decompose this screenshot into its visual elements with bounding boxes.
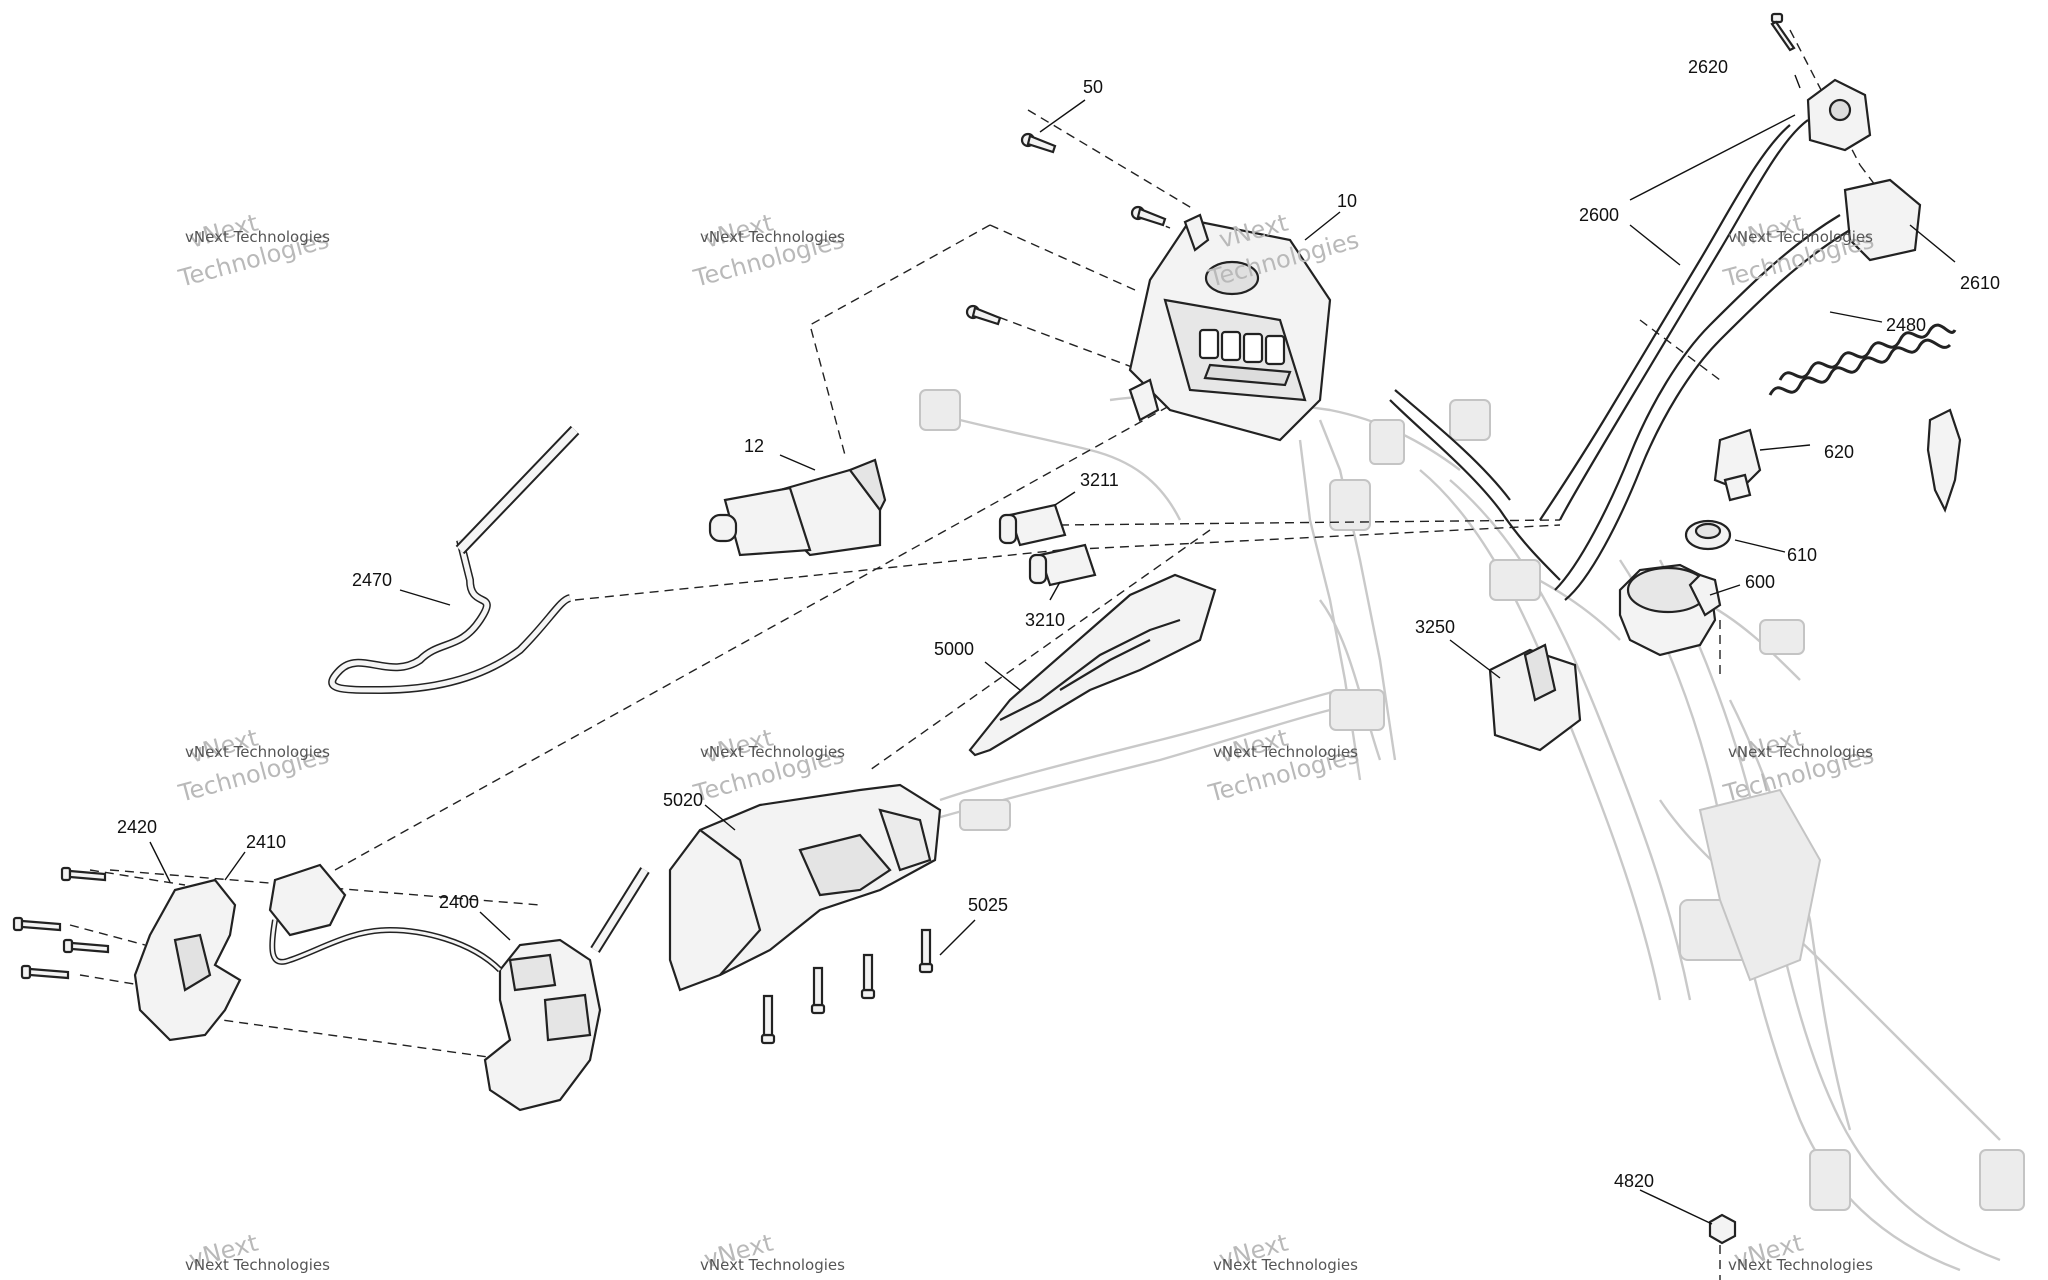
callout-10: 10: [1337, 191, 1357, 211]
screw-icon: [860, 953, 876, 1000]
screw-icon: [760, 994, 776, 1045]
screw-icon: [62, 938, 110, 954]
callout-2410: 2410: [246, 832, 286, 852]
svg-text:vNext Technologies: vNext Technologies: [1728, 743, 1873, 761]
screws: [12, 12, 1796, 1045]
switch-part-3250: [1488, 643, 1582, 752]
svg-text:vNext Technologies: vNext Technologies: [185, 1256, 330, 1274]
connector-part-2610: [1843, 178, 1922, 262]
callout-2480: 2480: [1886, 315, 1926, 335]
callout-600: 600: [1745, 572, 1775, 592]
callout-2610: 2610: [1960, 273, 2000, 293]
callout-12: 12: [744, 436, 764, 456]
svg-text:vNext Technologies: vNext Technologies: [185, 743, 330, 761]
callout-4820: 4820: [1614, 1171, 1654, 1191]
svg-text:vNext Technologies: vNext Technologies: [1728, 228, 1873, 246]
callout-5000: 5000: [934, 639, 974, 659]
wire-tube-part-2470: [328, 425, 580, 695]
watermark-group: vNext Technologies vNext Technologies vN…: [175, 209, 1877, 1274]
callout-2470: 2470: [352, 570, 392, 590]
svg-text:vNext Technologies: vNext Technologies: [1213, 1256, 1358, 1274]
screw-50-icon: [1020, 132, 1057, 154]
callout-2420: 2420: [117, 817, 157, 837]
screw-2620-icon: [1770, 12, 1796, 52]
svg-text:vNext Technologies: vNext Technologies: [700, 1256, 845, 1274]
callout-50: 50: [1083, 77, 1103, 97]
svg-text:vNext Technologies: vNext Technologies: [700, 228, 845, 246]
callout-620: 620: [1824, 442, 1854, 462]
nut-part-4820: [1708, 1213, 1737, 1245]
connector-part-3211: [998, 503, 1067, 547]
screw-icon: [965, 304, 1002, 326]
callout-5025: 5025: [968, 895, 1008, 915]
callout-2620: 2620: [1688, 57, 1728, 77]
harness-part-2480: [1389, 214, 1851, 601]
screw-2420-icon: [60, 866, 107, 882]
callout-labels: 50 10 12 2470 3211 3210 5000 5020 5025 2…: [117, 57, 2000, 1191]
callout-5020: 5020: [663, 790, 703, 810]
svg-text:vNext Technologies: vNext Technologies: [1213, 743, 1358, 761]
svg-text:vNext Technologies: vNext Technologies: [700, 743, 845, 761]
housing-part-5020: [668, 783, 942, 992]
connector-part-12: [708, 458, 887, 557]
leader-lines: [149, 74, 1956, 1225]
svg-text:vNext Technologies: vNext Technologies: [185, 228, 330, 246]
callout-2400: 2400: [439, 892, 479, 912]
screw-icon: [12, 916, 62, 932]
key-switch-part-600: [1618, 563, 1722, 657]
harness-part-2600: [1539, 119, 1809, 521]
gauge-cluster-part-10: [1128, 213, 1332, 442]
svg-text:vNext Technologies: vNext Technologies: [1728, 1256, 1873, 1274]
cap-part-610: [1684, 519, 1732, 551]
screw-5025-icon: [918, 928, 934, 974]
screw-icon: [1130, 205, 1167, 227]
screw-icon: [20, 964, 70, 980]
screw-icon: [810, 966, 826, 1015]
bracket-part-5000: [968, 573, 1217, 757]
callout-2600: 2600: [1579, 205, 1619, 225]
ghost-frame-harness: [919, 389, 2025, 1272]
tether-cord-part-620: [1713, 323, 1962, 513]
watermark: vNext Technologies: [175, 724, 332, 808]
connector-part-3210: [1028, 543, 1097, 587]
switch-part-2400: [268, 863, 650, 1112]
callout-3211: 3211: [1080, 470, 1119, 490]
connector-part-2620-housing: [1806, 78, 1872, 152]
cover-part-2410: [133, 878, 242, 1042]
callout-610: 610: [1787, 545, 1817, 565]
callout-3250: 3250: [1415, 617, 1455, 637]
callout-3210: 3210: [1025, 610, 1065, 630]
